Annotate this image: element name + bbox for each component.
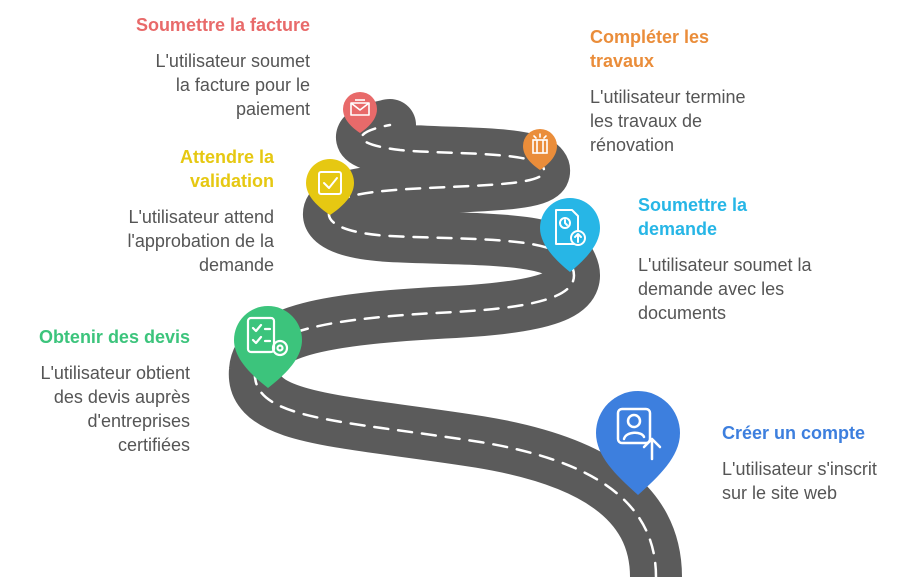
pin-soumettre-la-demande <box>540 198 600 272</box>
step-title-completer-les-travaux: Compléter les travaux <box>590 27 710 71</box>
pin-creer-un-compte <box>596 391 680 495</box>
user-upload-icon <box>616 407 662 461</box>
pin-completer-les-travaux <box>523 129 557 170</box>
step-title-attendre-la-validation: Attendre la validation <box>179 147 274 191</box>
step-desc-creer-un-compte: L'utilisateur s'inscrit sur le site web <box>722 459 877 503</box>
pin-soumettre-la-facture <box>343 92 377 133</box>
step-desc-soumettre-la-demande: L'utilisateur soumet la demande avec les… <box>638 255 812 323</box>
step-desc-soumettre-la-facture: L'utilisateur soumet la facture pour le … <box>155 51 310 119</box>
step-title-obtenir-des-devis: Obtenir des devis <box>38 327 190 347</box>
step-title-creer-un-compte: Créer un compte <box>722 423 866 443</box>
step-title-soumettre-la-facture: Soumettre la facture <box>135 15 310 35</box>
pin-marker <box>234 306 302 388</box>
step-desc-completer-les-travaux: L'utilisateur termine les travaux de rén… <box>590 87 746 155</box>
pin-obtenir-des-devis <box>234 306 302 388</box>
step-desc-obtenir-des-devis: L'utilisateur obtient des devis auprès d… <box>40 363 190 455</box>
checklist-gear-icon <box>246 316 289 357</box>
step-title-soumettre-la-demande: Soumettre la demande <box>638 195 748 239</box>
invoice-icon <box>350 99 370 116</box>
document-upload-icon <box>555 209 586 246</box>
step-desc-attendre-la-validation: L'utilisateur attend l'approbation de la… <box>127 207 274 275</box>
construction-icon <box>532 133 548 154</box>
checkbox-icon <box>318 171 342 195</box>
pin-attendre-la-validation <box>306 159 354 215</box>
pin-marker <box>523 129 557 170</box>
